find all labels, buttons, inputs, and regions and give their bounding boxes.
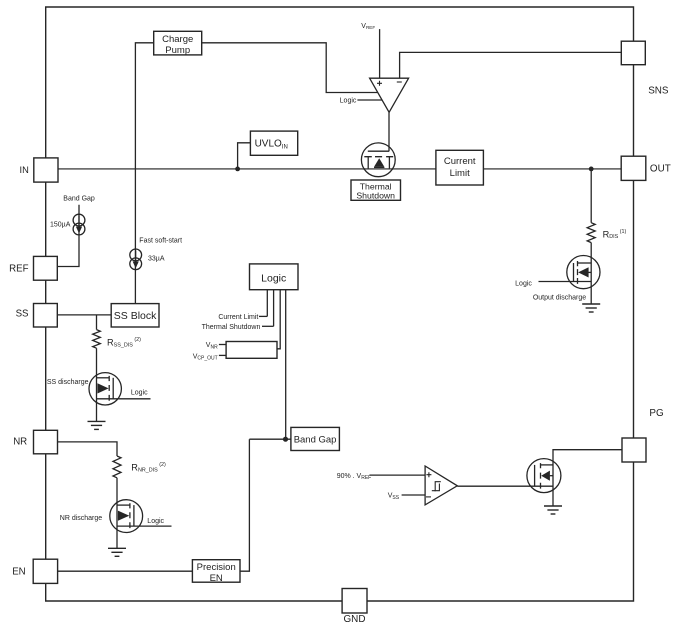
svg-text:RNR_DIS (2): RNR_DIS (2)	[131, 462, 166, 473]
svg-text:150µA: 150µA	[50, 221, 71, 228]
svg-text:90% . VREF: 90% . VREF	[337, 473, 372, 481]
svg-text:Output discharge: Output discharge	[533, 294, 586, 301]
svg-text:Current: Current	[444, 156, 476, 167]
svg-text:Band Gap: Band Gap	[294, 435, 337, 446]
svg-text:VSS: VSS	[388, 493, 400, 501]
svg-text:EN: EN	[210, 573, 223, 584]
svg-text:UVLOIN: UVLOIN	[255, 139, 288, 151]
svg-text:IN: IN	[19, 165, 28, 175]
svg-text:Logic: Logic	[515, 281, 532, 288]
svg-text:Logic: Logic	[131, 390, 148, 397]
svg-text:SS Block: SS Block	[114, 310, 157, 322]
svg-text:VCP_OUT: VCP_OUT	[193, 353, 218, 361]
svg-text:NR discharge: NR discharge	[60, 515, 103, 522]
svg-text:SS: SS	[16, 309, 29, 320]
svg-text:VNR: VNR	[206, 342, 218, 350]
svg-text:Limit: Limit	[450, 168, 470, 179]
svg-text:RSS_DIS (2): RSS_DIS (2)	[107, 337, 141, 348]
svg-text:Thermal Shutdown: Thermal Shutdown	[202, 324, 261, 331]
svg-text:NR: NR	[13, 436, 27, 447]
svg-text:Shutdown: Shutdown	[356, 191, 395, 201]
svg-text:EN: EN	[12, 567, 25, 578]
svg-text:Fast soft-start: Fast soft-start	[139, 237, 182, 244]
svg-text:Logic: Logic	[261, 272, 286, 284]
svg-text:Precision: Precision	[197, 562, 236, 573]
svg-text:GND: GND	[344, 614, 366, 625]
svg-text:Logic: Logic	[340, 97, 357, 104]
svg-text:REF: REF	[9, 263, 28, 274]
svg-text:33µA: 33µA	[148, 256, 165, 263]
svg-text:Thermal: Thermal	[360, 181, 392, 191]
svg-text:SS discharge: SS discharge	[47, 379, 89, 386]
svg-text:SNS: SNS	[648, 86, 669, 97]
svg-text:VREF: VREF	[361, 23, 375, 30]
svg-text:Logic: Logic	[147, 518, 164, 525]
svg-text:Band Gap: Band Gap	[63, 196, 95, 203]
svg-text:Current Limit: Current Limit	[218, 314, 258, 321]
svg-text:OUT: OUT	[650, 163, 671, 174]
svg-text:Charge: Charge	[162, 34, 193, 45]
svg-text:Pump: Pump	[165, 45, 190, 56]
svg-text:RDIS (1): RDIS (1)	[603, 229, 627, 240]
svg-text:PG: PG	[649, 408, 663, 419]
